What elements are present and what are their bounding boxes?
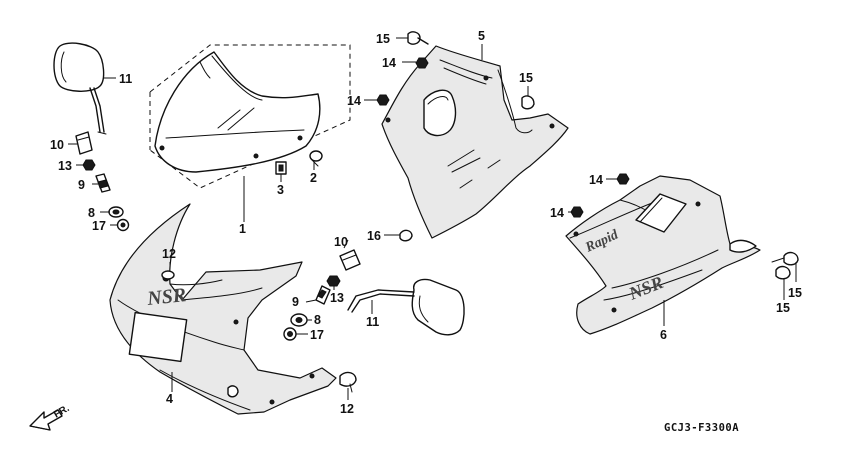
inner-panel-screw-right [521, 95, 535, 110]
lower-cowl-nut-a [616, 173, 630, 185]
windscreen-box [149, 44, 351, 189]
callout-15: 15 [519, 71, 533, 85]
callout-15: 15 [788, 286, 802, 300]
callout-1: 1 [239, 222, 246, 236]
right-mirror-nut [326, 275, 341, 287]
inner-panel [381, 45, 569, 239]
left-mirror [53, 42, 107, 135]
callout-14: 14 [347, 94, 361, 108]
lower-cowl-nut-b [570, 206, 584, 218]
inner-panel-nut-a [415, 57, 429, 69]
inner-panel-nut-b [376, 94, 390, 106]
callout-17: 17 [92, 219, 106, 233]
callout-6: 6 [660, 328, 667, 342]
callout-10: 10 [50, 138, 64, 152]
upper-cowl: NSR [109, 203, 337, 415]
callout-17: 17 [310, 328, 324, 342]
lower-cowl-screw-b [775, 265, 791, 280]
left-collar [108, 206, 124, 218]
callout-9: 9 [292, 295, 299, 309]
callout-3: 3 [277, 183, 284, 197]
callout-15: 15 [376, 32, 390, 46]
windscreen [154, 51, 321, 173]
callout-14: 14 [550, 206, 564, 220]
front-direction-label: FR. [52, 403, 72, 421]
left-mirror-cushion [75, 131, 93, 155]
right-mirror [347, 278, 465, 336]
left-washer [116, 218, 130, 232]
callout-12: 12 [340, 402, 354, 416]
callout-13: 13 [58, 159, 72, 173]
callout-5: 5 [478, 29, 485, 43]
lower-cowl-screw-a [771, 251, 799, 266]
leader-lines [68, 37, 797, 400]
inner-panel-screw-bottom [399, 229, 413, 242]
right-washer [283, 327, 297, 341]
windscreen-screw [309, 150, 323, 167]
callout-12: 12 [162, 247, 176, 261]
callout-4: 4 [166, 392, 173, 406]
left-mirror-nut [82, 159, 96, 171]
callout-2: 2 [310, 171, 317, 185]
diagram-code: GCJ3-F3300A [664, 422, 739, 434]
callout-8: 8 [88, 206, 95, 220]
callout-13: 13 [330, 291, 344, 305]
right-mirror-cushion [339, 249, 361, 271]
front-screw [339, 371, 357, 393]
front-direction-arrow [29, 409, 63, 431]
callout-16: 16 [367, 229, 381, 243]
callout-8: 8 [314, 313, 321, 327]
lower-cowl: Rapid NSR [565, 175, 761, 335]
callout-9: 9 [78, 178, 85, 192]
callout-11: 11 [366, 315, 379, 329]
callout-10: 10 [334, 235, 348, 249]
callout-14: 14 [382, 56, 396, 70]
inner-panel-screw-top [407, 31, 429, 45]
right-mirror-bolt [315, 285, 331, 305]
left-mirror-bolt [95, 173, 111, 193]
right-collar [290, 313, 308, 327]
callout-11: 11 [119, 72, 132, 86]
windscreen-nut [275, 161, 287, 175]
callout-15: 15 [776, 301, 790, 315]
upper-cowl-decal: NSR [145, 284, 187, 310]
callout-14: 14 [589, 173, 603, 187]
upper-cowl-screw [161, 270, 175, 280]
